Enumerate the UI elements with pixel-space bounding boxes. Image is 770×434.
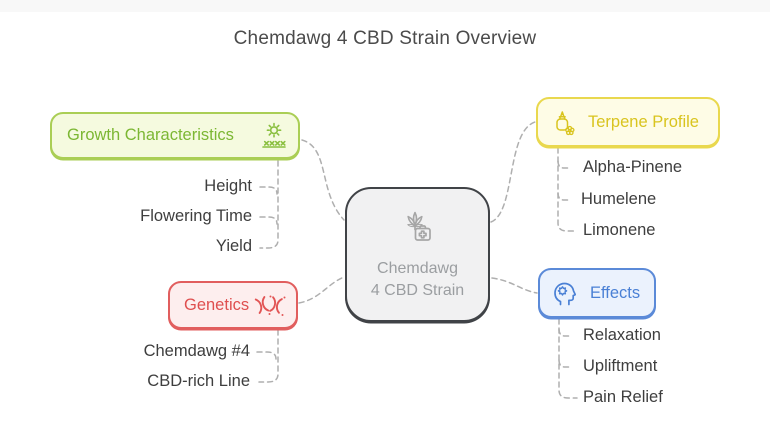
central-label-line2: 4 CBD Strain: [370, 282, 465, 299]
oil-bottle-flower-icon: [549, 107, 577, 137]
connector-growth-children-spine: [259, 160, 279, 249]
central-node-label: Chemdawg 4 CBD Strain: [371, 258, 464, 303]
terpene-profile-label: Terpene Profile: [588, 112, 699, 131]
subtopic-cbd-rich-line[interactable]: CBD-rich Line: [147, 372, 250, 390]
connector-center-terpene: [490, 121, 536, 223]
subtopic-limonene[interactable]: Limonene: [583, 221, 656, 239]
subtopic-chemdawg-4[interactable]: Chemdawg #4: [143, 342, 250, 360]
chromosome-icon: [254, 291, 288, 319]
sun-over-crops-icon: [259, 122, 289, 149]
growth-characteristics-label: Growth Characteristics: [67, 126, 234, 144]
subtopic-relaxation[interactable]: Relaxation: [583, 326, 661, 344]
effects-label: Effects: [590, 283, 641, 302]
branch-effects[interactable]: Effects: [538, 268, 656, 318]
top-strip: [0, 0, 770, 12]
connector-genetics-center: [298, 276, 345, 304]
connector-height: [259, 186, 278, 195]
connector-relaxation: [558, 328, 573, 337]
connector-growth-center: [301, 139, 345, 221]
connector-humelene: [557, 192, 572, 201]
subtopic-upliftment[interactable]: Upliftment: [583, 357, 658, 375]
page-title: Chemdawg 4 CBD Strain Overview: [233, 28, 537, 49]
cannabis-medkit-icon: [394, 207, 442, 253]
subtopic-flowering-time[interactable]: Flowering Time: [140, 207, 252, 225]
connector-effects-children-spine: [558, 318, 578, 399]
connector-terpene-children-spine: [557, 147, 577, 232]
head-flower-icon: [550, 278, 580, 308]
subtopic-yield[interactable]: Yield: [215, 237, 252, 255]
subtopic-height[interactable]: Height: [204, 177, 252, 195]
subtopic-pain-relief[interactable]: Pain Relief: [583, 388, 663, 406]
connector-genetics-children-spine: [258, 329, 279, 383]
central-label-line1: Chemdawg: [377, 259, 458, 277]
subtopic-humelene[interactable]: Humelene: [581, 190, 657, 208]
branch-terpene-profile[interactable]: Terpene Profile: [536, 97, 720, 147]
connector-chemdawg4: [256, 351, 277, 360]
connector-alpha-pinene: [557, 160, 572, 169]
branch-genetics[interactable]: Genetics: [168, 281, 298, 329]
branch-growth-characteristics[interactable]: Growth Characteristics: [50, 112, 300, 159]
genetics-label: Genetics: [184, 295, 250, 314]
connector-flowering-time: [259, 216, 278, 225]
subtopic-alpha-pinene[interactable]: Alpha-Pinene: [583, 158, 683, 176]
connector-upliftment: [558, 359, 573, 368]
connector-center-effects: [491, 277, 538, 294]
central-node-chemdawg-4-cbd-strain[interactable]: Chemdawg 4 CBD Strain: [345, 187, 490, 322]
